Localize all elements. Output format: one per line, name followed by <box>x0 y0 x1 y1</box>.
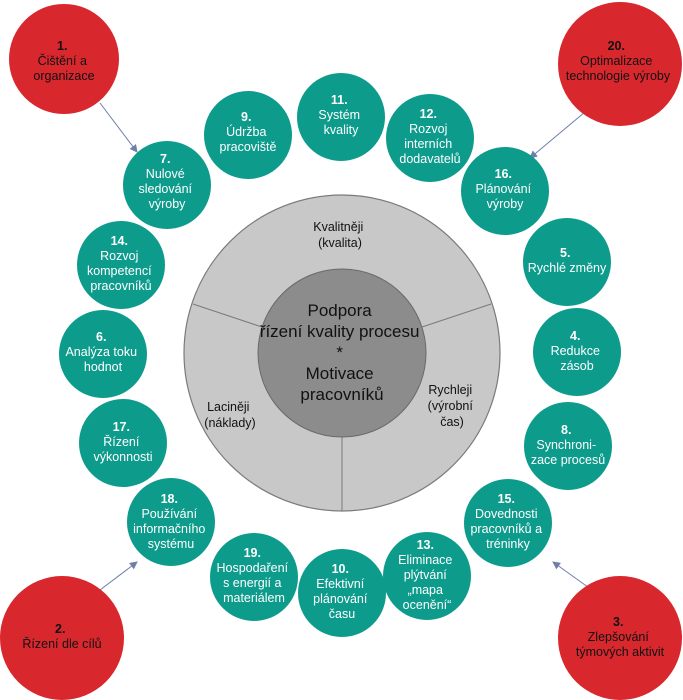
corner-node-c20: 20. Optimalizace technologie výroby <box>558 2 682 126</box>
ring-node-n12: 12. Rozvoj interních dodavatelů <box>386 94 474 182</box>
svg-text:8. Synchroni- zace: 8. Synchroni- zace procesů <box>531 423 605 467</box>
ring-node-n11: 11. Systém kvality <box>297 73 385 161</box>
sector-label-kvalita: Kvalitněji (kvalita) <box>313 220 367 250</box>
arrow-c2-to-n18 <box>99 561 138 591</box>
corner-node-c3: 3. Zlepšování týmových aktivit <box>558 576 682 700</box>
center-label: Podpora řízení kvality procesu * Motivac… <box>260 301 424 404</box>
ring-node-n14: 14. Rozvoj kompetencí pracovníků <box>77 221 165 309</box>
ring-node-n13: 13. Eliminace plýtvání „mapa ocenění“ <box>383 532 471 620</box>
arrow-c1-to-n7 <box>99 102 138 153</box>
ring-node-n8: 8. Synchroni- zace procesů <box>524 402 612 490</box>
ring-node-n17: 17. Řízení výkonnosti <box>79 399 167 487</box>
svg-text:11. Systém kvality: 11. Systém kvality <box>318 93 363 137</box>
ring-node-n6: 6. Analýza toku hodnot <box>59 310 147 398</box>
corner-node-c1: 1. Čištění a organizace <box>9 4 119 114</box>
svg-text:7. Nulové sledován: 7. Nulové sledování výroby <box>139 152 196 211</box>
sector-label-naklady: Laciněji (náklady) <box>204 400 255 430</box>
ring-node-n19: 19. Hospodaření s energií a materiálem <box>210 533 298 621</box>
svg-text:17. Řízení výkonno: 17. Řízení výkonnosti <box>93 420 152 464</box>
svg-text:6. Analýza toku ho: 6. Analýza toku hodnot <box>65 330 140 374</box>
sector-label-cas: Rychleji (výrobní čas) <box>428 383 477 429</box>
central-rings <box>183 194 501 512</box>
svg-text:18. Používání info: 18. Používání informačního systému <box>133 492 209 551</box>
svg-text:15. Dovednosti pra: 15. Dovednosti pracovníků a tréninky <box>470 492 545 551</box>
svg-text:10. Efektivní plán: 10. Efektivní plánování času <box>313 562 371 621</box>
svg-text:14. Rozvoj kompete: 14. Rozvoj kompetencí pracovníků <box>87 234 155 293</box>
svg-text:2. Řízení dle cílů: 2. Řízení dle cílů <box>22 622 101 651</box>
svg-text:19. Hospodaření s: 19. Hospodaření s energií a materiálem <box>216 546 291 605</box>
ring-node-n7: 7. Nulové sledování výroby <box>123 141 211 229</box>
corner-node-c2: 2. Řízení dle cílů <box>0 576 124 700</box>
svg-text:20. Optimalizace t: 20. Optimalizace technologie výroby <box>566 39 671 83</box>
arrow-c3-to-n15 <box>552 561 593 591</box>
connector-arrows <box>99 102 593 591</box>
svg-text:4. Redukce zásob: 4. Redukce zásob <box>551 329 604 373</box>
svg-text:13. Eliminace plýt: 13. Eliminace plýtvání „mapa ocenění“ <box>398 538 456 612</box>
inner-circle <box>257 268 427 438</box>
ring-node-n16: 16. Plánování výroby <box>461 147 549 235</box>
ring-node-n4: 4. Redukce zásob <box>533 308 621 396</box>
sector-divider-upper-right <box>421 303 492 328</box>
ring-node-n9: 9. Údržba pracoviště <box>204 91 292 179</box>
svg-text:5. Rychlé změny: 5. Rychlé změny <box>528 246 607 275</box>
svg-text:9. Údržba pracoviš: 9. Údržba pracoviště <box>220 110 277 154</box>
arrow-c20-to-n16 <box>529 111 586 159</box>
ring-node-n18: 18. Používání informačního systému <box>127 478 215 566</box>
sector-divider-upper-left <box>192 303 263 328</box>
svg-text:1. Čištění a organ: 1. Čištění a organizace <box>33 39 94 83</box>
svg-text:16. Plánování výro: 16. Plánování výroby <box>475 167 534 211</box>
ring-node-n5: 5. Rychlé změny <box>523 218 611 306</box>
svg-text:3. Zlepšování týmo: 3. Zlepšování týmových aktivit <box>576 615 665 659</box>
ring-node-n10: 10. Efektivní plánování času <box>298 549 386 637</box>
ring-node-n15: 15. Dovednosti pracovníků a tréninky <box>464 479 552 567</box>
svg-text:12. Rozvoj interní: 12. Rozvoj interních dodavatelů <box>399 107 460 166</box>
